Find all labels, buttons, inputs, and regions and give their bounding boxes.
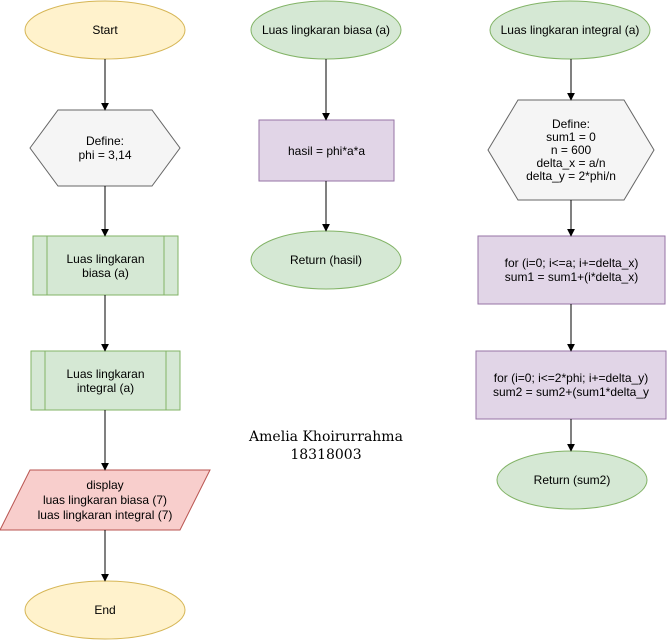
biasa-header-terminal[interactable] bbox=[250, 0, 402, 60]
author-name: Amelia Khoirurrahma bbox=[249, 429, 403, 445]
integral-return-terminal[interactable] bbox=[496, 450, 648, 510]
integral-header-terminal[interactable] bbox=[489, 0, 651, 60]
integral-loop1-process[interactable] bbox=[477, 235, 666, 305]
start-terminal[interactable] bbox=[24, 0, 186, 60]
integral-define-preparation[interactable] bbox=[487, 99, 655, 201]
display-output-parallelogram[interactable] bbox=[0, 469, 211, 531]
end-terminal[interactable] bbox=[24, 580, 186, 640]
integral-loop2-process[interactable] bbox=[475, 350, 667, 420]
biasa-calc-process[interactable] bbox=[258, 119, 395, 182]
define-phi-preparation[interactable] bbox=[29, 109, 181, 187]
biasa-return-terminal[interactable] bbox=[250, 230, 402, 290]
call-luas-biasa-subprocess[interactable] bbox=[32, 235, 179, 296]
author-id: 18318003 bbox=[290, 447, 362, 463]
call-luas-integral-subprocess[interactable] bbox=[30, 350, 181, 411]
